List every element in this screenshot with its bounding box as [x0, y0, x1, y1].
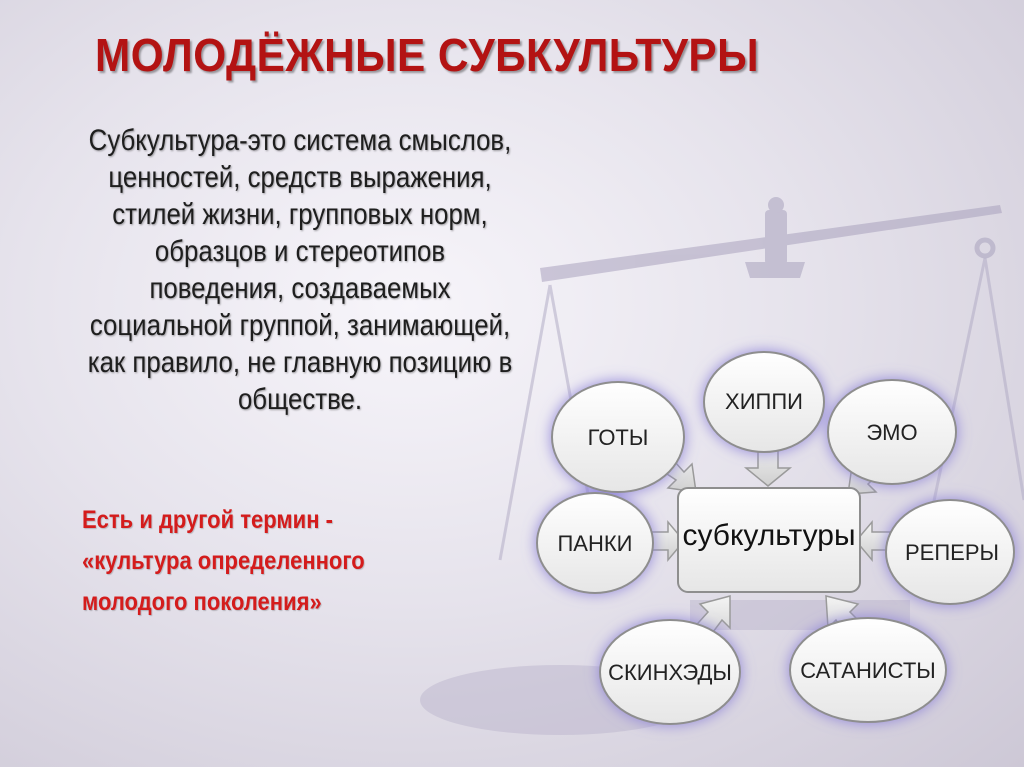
- node-panki-label: ПАНКИ: [557, 531, 632, 556]
- arrow-repery: [855, 519, 891, 563]
- node-repery-label: РЕПЕРЫ: [905, 540, 999, 565]
- node-skinhedy-shape: [599, 619, 741, 725]
- definition-line: поведения, создаваемых: [149, 272, 451, 305]
- other-term-line: молодого поколения»: [82, 588, 322, 616]
- node-goty-label: ГОТЫ: [588, 425, 649, 450]
- definition-line: социальной группой, занимающей,: [89, 309, 511, 342]
- definition-line: образцов и стереотипов: [154, 235, 446, 268]
- node-emo-shape: [827, 379, 957, 485]
- node-hippi-shape: [703, 351, 825, 453]
- node-hippi-label: ХИППИ: [725, 389, 803, 414]
- alternative-term-note: Есть и другой термин - «культура определ…: [82, 500, 416, 623]
- center-node-label: субкультуры: [682, 519, 855, 552]
- definition-line: Субкультура-это система смыслов,: [88, 124, 512, 157]
- node-satanisty-label: САТАНИСТЫ: [800, 658, 936, 683]
- node-satanisty-shape: [789, 617, 947, 723]
- page-title: МОЛОДЁЖНЫЕ СУБКУЛЬТУРЫ: [95, 29, 759, 81]
- center-node: субкультуры: [677, 487, 861, 593]
- other-term-line: Есть и другой термин -: [82, 506, 333, 534]
- node-goty-shape: [551, 381, 685, 493]
- node-skinhedy-label: СКИНХЭДЫ: [608, 660, 732, 685]
- node-repery-shape: [885, 499, 1015, 605]
- subculture-definition: Субкультура-это система смыслов, ценност…: [68, 122, 532, 418]
- node-panki-shape: [536, 492, 654, 594]
- definition-line: как правило, не главную позицию в: [87, 346, 513, 379]
- definition-line: обществе.: [237, 383, 363, 416]
- definition-line: ценностей, средств выражения,: [108, 161, 492, 194]
- other-term-line: «культура определенного: [82, 547, 365, 575]
- node-emo-label: ЭМО: [866, 420, 917, 445]
- definition-line: стилей жизни, групповых норм,: [112, 198, 488, 231]
